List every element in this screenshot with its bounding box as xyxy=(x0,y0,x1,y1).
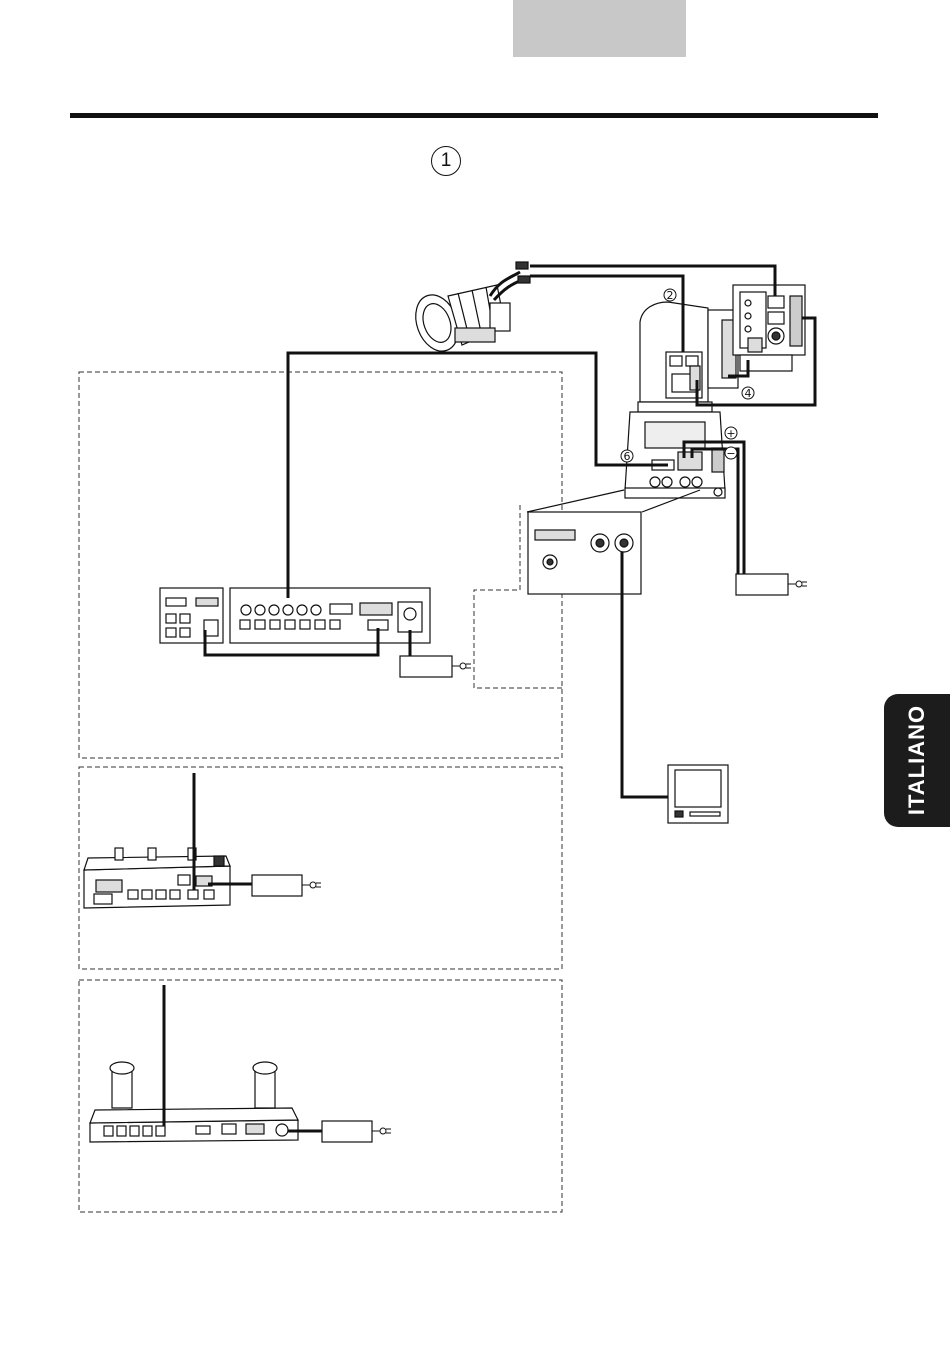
remote-controller-small xyxy=(84,848,230,908)
callout-camera-cable: 4 xyxy=(742,387,754,400)
rear-connector-panel xyxy=(527,490,700,594)
svg-text:+: + xyxy=(726,427,735,440)
remote-controller-joystick xyxy=(90,1062,298,1142)
dashed-boxes xyxy=(79,372,562,1212)
video-monitor xyxy=(668,765,728,823)
ac-adapter-remote-small xyxy=(252,875,302,896)
ac-adapter-remote-joystick xyxy=(322,1121,372,1142)
zoom-lens xyxy=(408,262,530,357)
svg-text:4: 4 xyxy=(745,387,752,400)
cables xyxy=(164,266,815,1131)
svg-text:2: 2 xyxy=(667,289,674,302)
ac-adapter xyxy=(252,574,807,1142)
ac-adapter-head xyxy=(736,574,788,595)
system-box-control-unit xyxy=(79,372,562,758)
svg-text:−: − xyxy=(726,447,735,460)
system-box-remote-joystick xyxy=(79,980,562,1212)
callout-lens-cable: 2 xyxy=(664,289,676,302)
callout-power-plus: + xyxy=(725,427,737,440)
camera-body xyxy=(733,285,805,371)
ac-adapter-ccu xyxy=(400,656,452,677)
callout-power-minus: − xyxy=(725,447,737,460)
camera-control-unit xyxy=(160,588,430,643)
svg-text:6: 6 xyxy=(624,450,631,463)
